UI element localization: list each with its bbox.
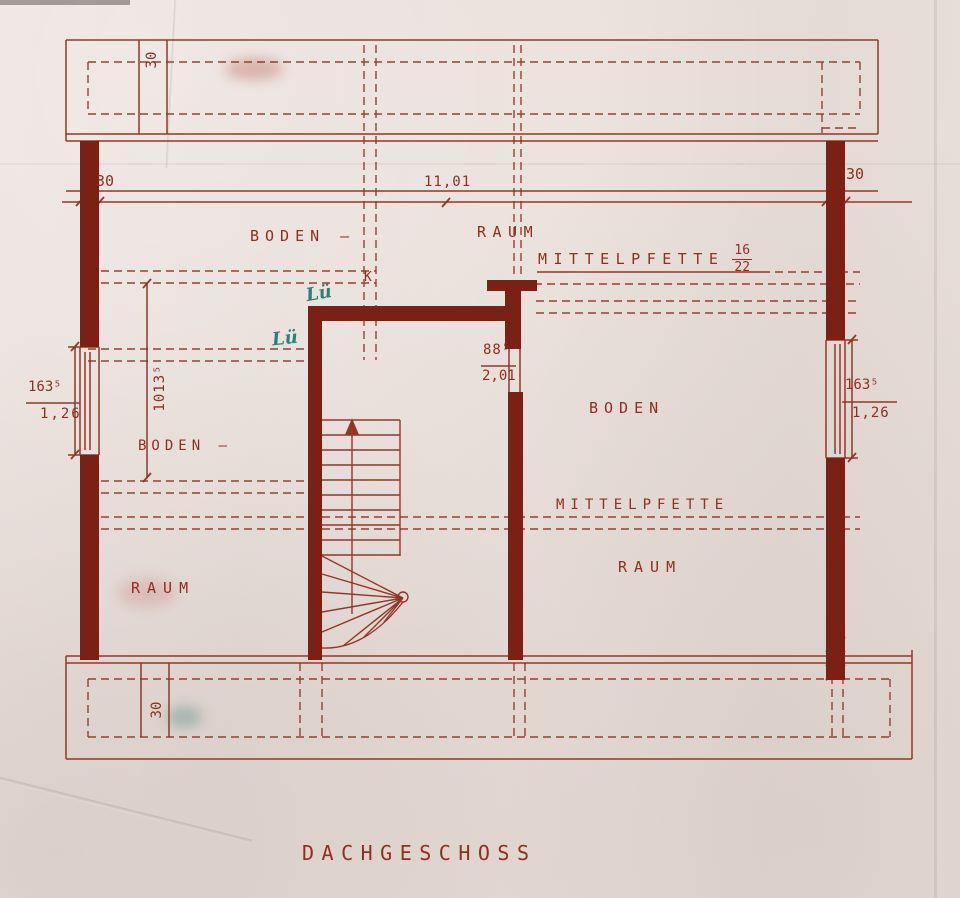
mittelpfette-upper-text: MITTELPFETTE: [538, 250, 725, 269]
dim-span-total: 11,01: [424, 174, 472, 190]
horizontal-wall: [308, 306, 509, 321]
room-boden-mid-right: BODEN: [589, 399, 665, 417]
stair-winder-curve: [321, 601, 404, 649]
central-wall: [508, 392, 523, 660]
dim-wall-left: 30: [96, 172, 115, 190]
chimney-stem: [505, 291, 521, 349]
mittelpfette-upper-size-fraction: 16 22: [732, 243, 753, 275]
wall-fills: [80, 141, 845, 680]
mittelpfette-upper-label: MITTELPFETTE 16 22: [538, 243, 753, 275]
room-raum-bottom-right: RAUM: [618, 558, 683, 576]
room-boden-mid-left: BODEN –: [138, 438, 233, 454]
dim-window-left-m: 1,26: [40, 406, 82, 422]
room-raum-top: RAUM: [477, 223, 540, 241]
wall-hatch: [825, 636, 846, 681]
room-raum-bottom-left: RAUM: [131, 579, 196, 597]
dim-wall-right: 30: [846, 165, 865, 183]
dim-opening-center-m: 2,01: [482, 368, 516, 384]
direction-arrow: [344, 418, 360, 435]
handwritten-note-1: Lü: [304, 280, 334, 307]
solid-structure-lines: [26, 39, 913, 760]
newel-post: [397, 591, 409, 603]
k-mark: K: [364, 270, 372, 285]
drawing-title: DACHGESCHOSS: [302, 841, 537, 865]
dim-band-top: 30: [144, 51, 160, 69]
dashed-structure-lines: [87, 45, 891, 738]
dim-window-right-m: 1,26: [852, 405, 890, 421]
dim-band-bottom: 30: [149, 701, 165, 719]
dim-interior-depth: 1013⁵: [152, 364, 168, 412]
handwritten-note-2: Lü: [270, 326, 299, 351]
room-boden-top-left: BODEN –: [250, 227, 356, 245]
fraction-numerator: 16: [732, 243, 753, 260]
stair-wall: [308, 306, 322, 660]
dim-opening-center-cm: 88⁵: [483, 342, 512, 358]
dim-window-right-cm: 163⁵: [845, 377, 879, 393]
fraction-denominator: 22: [734, 259, 751, 275]
mittelpfette-lower-label: MITTELPFETTE: [556, 497, 730, 513]
chimney-cap: [487, 280, 537, 291]
dim-window-left-cm: 163⁵: [28, 379, 62, 395]
staircase: [321, 418, 409, 649]
